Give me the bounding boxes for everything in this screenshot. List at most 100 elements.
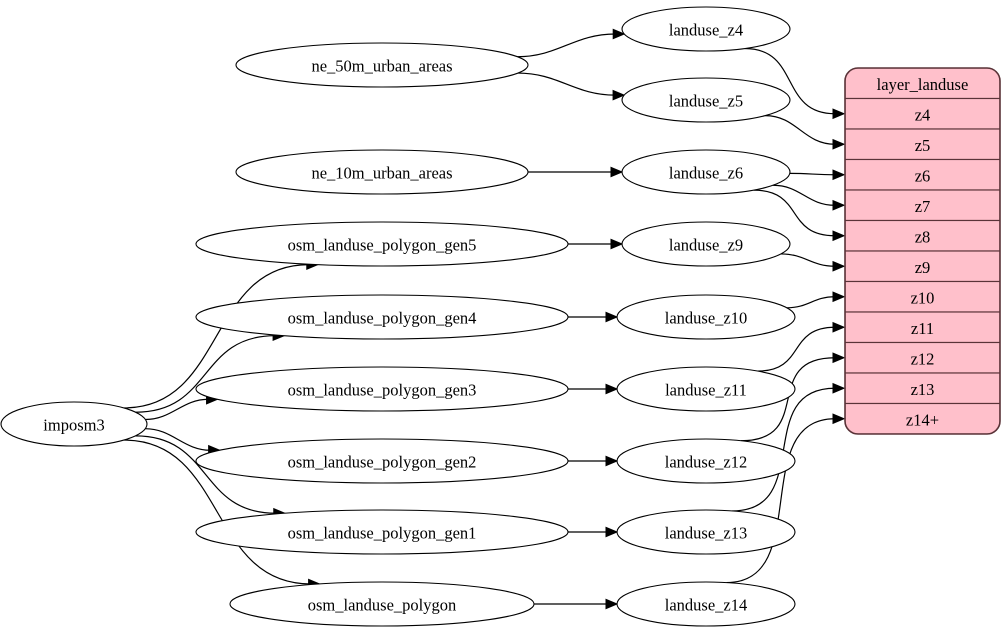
node-label-landuse_z5: landuse_z5 (669, 92, 743, 111)
table-outline (844, 67, 1001, 435)
node-label-osm_landuse_polygon_gen3: osm_landuse_polygon_gen3 (288, 381, 477, 400)
table-row-label-z10: z10 (911, 288, 935, 307)
table-row-label-z11: z11 (911, 319, 934, 338)
node-shape-landuse_z5 (621, 77, 791, 123)
node-landuse_z6[interactable]: landuse_z6 (621, 149, 791, 195)
node-label-landuse_z11: landuse_z11 (665, 381, 747, 400)
edge-ne_50m_urban_areas-to-landuse_z4 (517, 33, 616, 58)
node-osm_landuse_polygon_gen2[interactable]: osm_landuse_polygon_gen2 (195, 438, 569, 484)
node-label-landuse_z9: landuse_z9 (669, 236, 743, 255)
edge-landuse_z6-to-row-z8-arrowhead (832, 230, 846, 242)
edge-osm_landuse_polygon-to-landuse_z14-arrowhead (605, 598, 619, 610)
node-label-landuse_z14: landuse_z14 (665, 596, 747, 615)
node-landuse_z12[interactable]: landuse_z12 (616, 438, 796, 484)
node-landuse_z4[interactable]: landuse_z4 (621, 6, 791, 52)
node-shape-landuse_z6 (621, 149, 791, 195)
edge-landuse_z12-to-row-z12 (740, 357, 836, 442)
layer-landuse-table: layer_landusez4z5z6z7z8z9z10z11z12z13z14… (844, 67, 1001, 435)
edge-landuse_z4-to-row-z4-arrowhead (832, 108, 846, 120)
table-row-z14+[interactable] (845, 402, 1000, 435)
nodes-group: imposm3 ne_50m_urban_areas ne_10m_urban_ar… (0, 6, 796, 627)
table-row-label-z6: z6 (915, 166, 931, 185)
edge-imposm3-to-osm_landuse_polygon (123, 439, 311, 585)
node-osm_landuse_polygon_gen4[interactable]: osm_landuse_polygon_gen4 (195, 294, 569, 340)
edge-landuse_z5-to-row-z5 (765, 115, 836, 145)
table-row-z9[interactable] (845, 250, 1000, 283)
node-label-osm_landuse_polygon_gen1: osm_landuse_polygon_gen1 (288, 524, 477, 543)
node-ne_10m_urban_areas[interactable]: ne_10m_urban_areas (235, 149, 529, 195)
node-label-landuse_z13: landuse_z13 (665, 524, 747, 543)
node-landuse_z14[interactable]: landuse_z14 (616, 581, 796, 627)
edge-landuse_z13-to-row-z13-arrowhead (832, 382, 846, 394)
node-imposm3[interactable]: imposm3 (0, 401, 148, 447)
node-shape-landuse_z4 (621, 6, 791, 52)
edge-landuse_z6-to-row-z6-arrowhead (832, 169, 846, 181)
edge-landuse_z11-to-row-z11-arrowhead (832, 321, 846, 333)
edge-imposm3-to-osm_landuse_polygon_gen1 (135, 435, 276, 514)
edge-ne_10m_urban_areas-to-landuse_z6-arrowhead (610, 166, 624, 178)
table-header-label: layer_landuse (877, 75, 969, 94)
edge-imposm3-to-osm_landuse_polygon_gen4 (135, 335, 276, 413)
node-label-osm_landuse_polygon: osm_landuse_polygon (308, 596, 457, 615)
table-row-label-z7: z7 (915, 197, 931, 216)
edge-osm_landuse_polygon_gen5-to-landuse_z9-arrowhead (610, 238, 624, 250)
node-landuse_z11[interactable]: landuse_z11 (616, 366, 796, 412)
edge-ne_50m_urban_areas-to-landuse_z5-arrowhead (612, 89, 626, 101)
edge-landuse_z10-to-row-z10 (786, 296, 836, 309)
edge-landuse_z14-to-row-z14+ (726, 418, 836, 584)
node-label-landuse_z12: landuse_z12 (665, 453, 747, 472)
node-shape-osm_landuse_polygon_gen5 (195, 221, 569, 267)
table-row-label-z12: z12 (911, 349, 935, 368)
edge-landuse_z14-to-row-z14+-arrowhead (832, 413, 846, 425)
node-label-osm_landuse_polygon_gen4: osm_landuse_polygon_gen4 (288, 309, 477, 328)
edge-landuse_z10-to-row-z10-arrowhead (832, 291, 846, 303)
node-shape-landuse_z13 (616, 509, 796, 555)
node-landuse_z9[interactable]: landuse_z9 (621, 221, 791, 267)
node-osm_landuse_polygon[interactable]: osm_landuse_polygon (229, 581, 535, 627)
table-header-cell (845, 68, 1000, 100)
edge-osm_landuse_polygon_gen4-to-landuse_z10-arrowhead (605, 311, 619, 323)
table-row-z4[interactable] (845, 97, 1000, 130)
node-ne_50m_urban_areas[interactable]: ne_50m_urban_areas (235, 42, 529, 88)
node-shape-landuse_z14 (616, 581, 796, 627)
edge-landuse_z5-to-row-z5-arrowhead (832, 138, 846, 150)
node-shape-osm_landuse_polygon (229, 581, 535, 627)
edge-landuse_z6-to-row-z7-arrowhead (832, 199, 846, 211)
table-row-label-z5: z5 (915, 136, 931, 155)
edge-imposm3-to-osm_landuse_polygon_gen3 (145, 398, 209, 421)
edge-ne_50m_urban_areas-to-landuse_z4-arrowhead (612, 28, 626, 40)
node-shape-osm_landuse_polygon_gen1 (195, 509, 569, 555)
table-rows-clip (845, 68, 1000, 434)
node-landuse_z13[interactable]: landuse_z13 (616, 509, 796, 555)
edge-imposm3-to-osm_landuse_polygon_gen5 (123, 264, 309, 409)
edge-landuse_z9-to-row-z9-arrowhead (832, 260, 846, 272)
table-row-label-z9: z9 (915, 258, 931, 277)
edge-landuse_z12-to-row-z12-arrowhead (832, 352, 846, 364)
node-osm_landuse_polygon_gen5[interactable]: osm_landuse_polygon_gen5 (195, 221, 569, 267)
node-label-osm_landuse_polygon_gen5: osm_landuse_polygon_gen5 (288, 236, 477, 255)
table-row-z13[interactable] (845, 372, 1000, 405)
edge-landuse_z6-to-row-z6 (789, 172, 836, 176)
edge-osm_landuse_polygon_gen2-to-landuse_z12-arrowhead (605, 455, 619, 467)
edge-imposm3-to-osm_landuse_polygon_gen2 (145, 428, 211, 451)
node-shape-landuse_z10 (616, 294, 796, 340)
table-row-z7[interactable] (845, 189, 1000, 222)
node-label-ne_50m_urban_areas: ne_50m_urban_areas (311, 57, 452, 76)
node-shape-osm_landuse_polygon_gen3 (195, 366, 569, 412)
node-landuse_z10[interactable]: landuse_z10 (616, 294, 796, 340)
node-osm_landuse_polygon_gen1[interactable]: osm_landuse_polygon_gen1 (195, 509, 569, 555)
node-shape-landuse_z11 (616, 366, 796, 412)
table-row-z8[interactable] (845, 219, 1000, 252)
node-shape-ne_10m_urban_areas (235, 149, 529, 195)
edge-osm_landuse_polygon_gen3-to-landuse_z11-arrowhead (605, 383, 619, 395)
edge-osm_landuse_polygon_gen1-to-landuse_z13-arrowhead (605, 526, 619, 538)
node-osm_landuse_polygon_gen3[interactable]: osm_landuse_polygon_gen3 (195, 366, 569, 412)
table-row-label-z13: z13 (911, 380, 935, 399)
node-label-landuse_z10: landuse_z10 (665, 309, 747, 328)
node-landuse_z5[interactable]: landuse_z5 (621, 77, 791, 123)
table-row-label-z8: z8 (915, 227, 931, 246)
node-shape-osm_landuse_polygon_gen4 (195, 294, 569, 340)
node-shape-landuse_z12 (616, 438, 796, 484)
edge-landuse_z9-to-row-z9 (780, 253, 836, 267)
